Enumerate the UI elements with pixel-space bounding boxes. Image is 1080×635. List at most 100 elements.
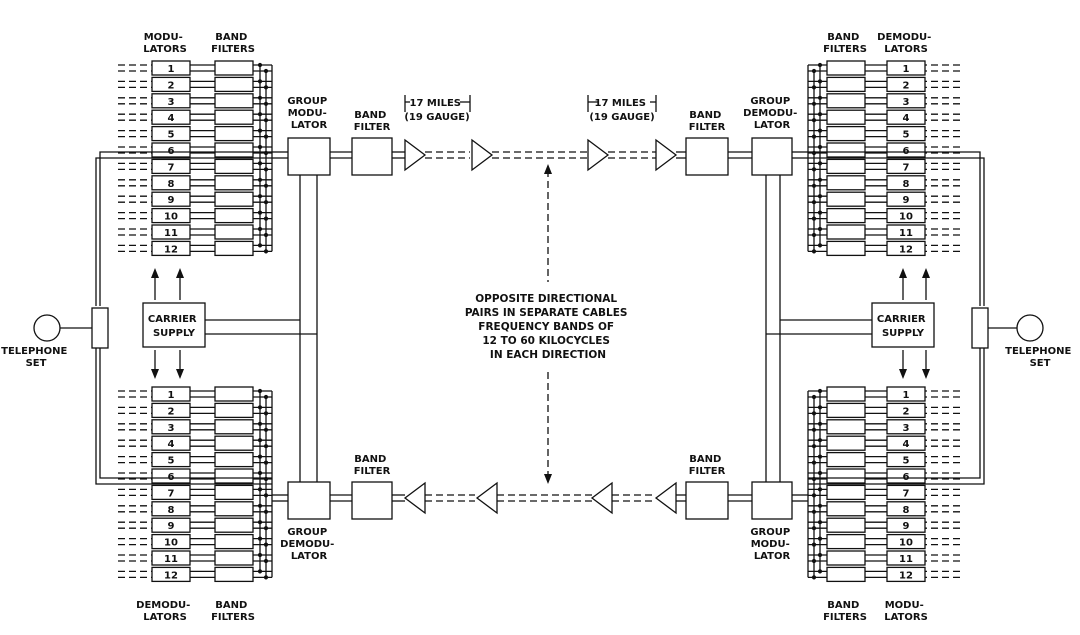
band-filter-top-left xyxy=(351,137,393,176)
mileage-markers xyxy=(404,95,657,112)
channel-modulator-box xyxy=(886,224,926,240)
channel-number: 5 xyxy=(168,456,175,467)
demodulators-label-bottom-left: DEMODU- LATORS xyxy=(136,600,194,623)
channel-band-filter-box xyxy=(826,125,866,142)
channel-modulator-box xyxy=(151,175,191,191)
channel-modulator-box xyxy=(151,501,191,517)
channel-modulator-box xyxy=(151,240,191,257)
channel-row: 9 xyxy=(808,191,962,207)
channel-row: 10 xyxy=(118,207,272,224)
band-filter-bottom-right xyxy=(685,481,729,520)
channel-number: 3 xyxy=(168,423,175,434)
repeater-amplifier-icon xyxy=(471,138,494,172)
channel-band-filter-box xyxy=(826,435,866,451)
channel-modulator-box xyxy=(886,517,926,533)
channel-modulator-box xyxy=(151,60,191,76)
center-note: OPPOSITE DIRECTIONAL PAIRS IN SEPARATE C… xyxy=(465,293,631,361)
repeater-amplifier-icon xyxy=(654,481,677,515)
channel-number: 3 xyxy=(168,97,175,108)
channel-row: 7 xyxy=(808,158,962,175)
channel-band-filter-box xyxy=(214,468,254,484)
channel-number: 11 xyxy=(899,228,913,239)
band-filter-top-left-label: BAND FILTER xyxy=(354,110,391,133)
channel-number: 12 xyxy=(899,570,913,581)
channel-modulator-box xyxy=(886,158,926,175)
channel-row: 2 xyxy=(118,76,272,93)
channel-band-filter-box xyxy=(214,451,254,468)
channel-modulator-box xyxy=(151,484,191,501)
channel-row: 3 xyxy=(118,419,272,435)
channel-row: 1 xyxy=(118,386,272,402)
channel-row: 10 xyxy=(808,533,962,550)
channel-band-filter-box xyxy=(214,60,254,76)
channel-number: 2 xyxy=(903,80,910,91)
channel-band-filter-box xyxy=(214,386,254,402)
channel-number: 12 xyxy=(164,244,178,255)
channel-number: 8 xyxy=(168,505,175,516)
channel-modulator-box xyxy=(886,175,926,191)
group-modulator-right-label: GROUP MODU- LATOR xyxy=(750,527,793,562)
channel-band-filter-box xyxy=(826,76,866,93)
repeater-amplifier-icon xyxy=(404,138,427,172)
channel-band-filter-box xyxy=(214,76,254,93)
channel-row: 4 xyxy=(118,435,272,451)
channel-row: 9 xyxy=(808,517,962,533)
channel-modulator-box xyxy=(151,550,191,566)
channel-number: 10 xyxy=(899,538,913,549)
channel-modulator-box xyxy=(886,468,926,484)
channel-row: 8 xyxy=(808,501,962,517)
channel-row: 1 xyxy=(808,386,962,402)
repeater-amplifier-icon xyxy=(475,481,498,515)
telephone-set-left-icon xyxy=(33,314,61,342)
channel-number: 7 xyxy=(168,488,175,499)
band-filter-bottom-right-label: BAND FILTER xyxy=(689,454,726,477)
channel-band-filter-box xyxy=(826,386,866,402)
repeater-amplifier-icon xyxy=(655,138,678,172)
channel-modulator-box xyxy=(151,386,191,402)
channel-number: 8 xyxy=(903,505,910,516)
channel-number: 12 xyxy=(164,570,178,581)
channel-band-filter-box xyxy=(214,158,254,175)
channel-modulator-box xyxy=(886,191,926,207)
channel-modulator-box xyxy=(151,76,191,93)
channel-modulator-box xyxy=(151,402,191,419)
channel-modulator-box xyxy=(886,451,926,468)
band-filter-bottom-left-label: BAND FILTER xyxy=(354,454,391,477)
channel-band-filter-box xyxy=(214,435,254,451)
telephone-set-left-label: TELEPHONE SET xyxy=(1,346,71,369)
channel-band-filter-box xyxy=(826,158,866,175)
band-filter-top-right xyxy=(685,137,729,176)
channel-modulator-box xyxy=(886,402,926,419)
channel-row: 6 xyxy=(118,142,272,158)
channel-number: 10 xyxy=(164,212,178,223)
modulators-label-bottom-right: MODU- LATORS xyxy=(884,600,928,623)
channel-number: 4 xyxy=(903,113,910,124)
repeater-amplifier-icon xyxy=(403,481,426,515)
channel-number: 4 xyxy=(168,439,175,450)
channel-row: 7 xyxy=(118,484,272,501)
channel-row: 11 xyxy=(118,550,272,566)
hybrid-left xyxy=(91,307,109,349)
channel-number: 11 xyxy=(164,228,178,239)
channel-number: 9 xyxy=(903,195,910,206)
channel-row: 7 xyxy=(118,158,272,175)
carrier-supply-right xyxy=(871,302,935,348)
telephone-set-right-label: TELEPHONE SET xyxy=(1005,346,1075,369)
channel-band-filter-box xyxy=(826,207,866,224)
channel-modulator-box xyxy=(886,93,926,109)
channel-modulator-box xyxy=(151,435,191,451)
channel-modulator-box xyxy=(886,386,926,402)
channel-modulator-box xyxy=(151,142,191,158)
channel-row: 4 xyxy=(808,109,962,125)
channel-row: 3 xyxy=(808,93,962,109)
channel-number: 1 xyxy=(168,390,175,401)
channel-modulator-box xyxy=(151,566,191,583)
channel-band-filter-box xyxy=(214,93,254,109)
group-demodulator-right-label: GROUP DEMODU- LATOR xyxy=(743,96,801,131)
channel-modulator-box xyxy=(886,142,926,158)
channel-row: 4 xyxy=(808,435,962,451)
channel-number: 5 xyxy=(903,456,910,467)
